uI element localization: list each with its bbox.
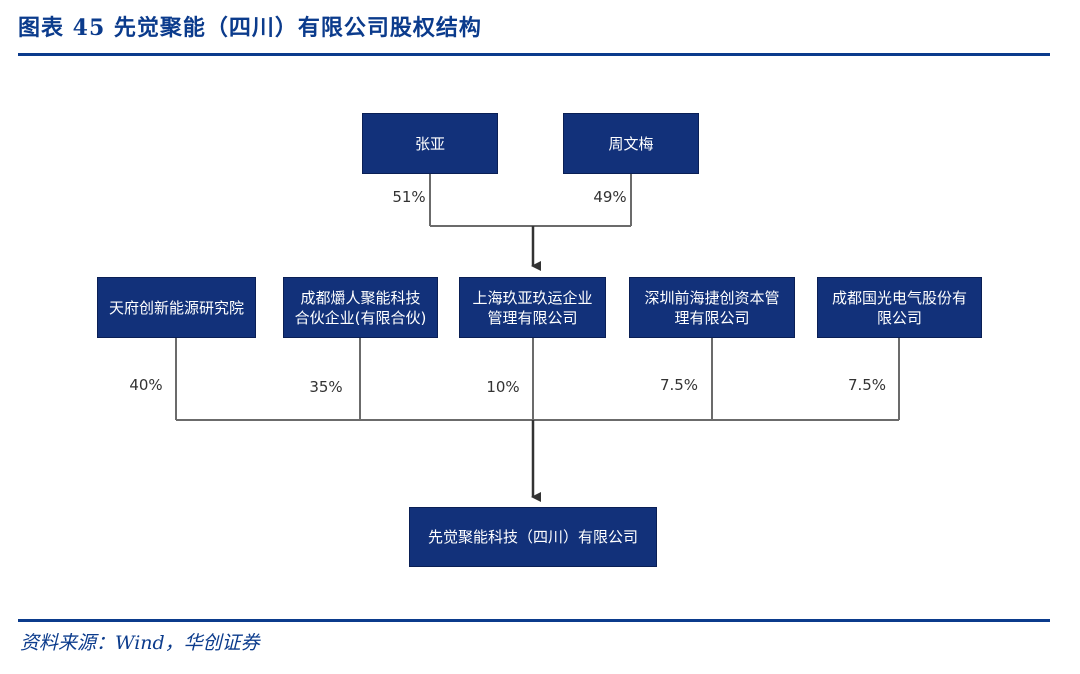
footer-divider xyxy=(18,619,1050,622)
holder-box-guoguang: 成都国光电气股份有限公司 xyxy=(817,277,982,338)
pct-tianfu: 40% xyxy=(129,376,163,394)
source-note: 资料来源：Wind，华创证券 xyxy=(20,632,260,654)
target-company-name: 先觉聚能科技（四川）有限公司 xyxy=(427,528,638,546)
pct-zhouwenmei: 49% xyxy=(593,188,627,206)
holder-name: 成都爝人聚能科技合伙企业(有限合伙) xyxy=(294,288,427,327)
holder-box-zhouwenmei: 周文梅 xyxy=(563,113,699,174)
pct-zhangya: 51% xyxy=(392,188,426,206)
holder-box-shenzhen: 深圳前海捷创资本管理有限公司 xyxy=(629,277,795,338)
holder-box-chengdu-juren: 成都爝人聚能科技合伙企业(有限合伙) xyxy=(283,277,438,338)
holder-box-tianfu: 天府创新能源研究院 xyxy=(97,277,256,338)
pct-shenzhen: 7.5% xyxy=(659,376,699,394)
holder-name: 深圳前海捷创资本管理有限公司 xyxy=(644,288,780,327)
pct-guoguang: 7.5% xyxy=(847,376,887,394)
holder-name: 天府创新能源研究院 xyxy=(108,298,244,317)
holder-name: 成都国光电气股份有限公司 xyxy=(831,288,967,327)
holder-box-shanghai: 上海玖亚玖运企业管理有限公司 xyxy=(459,277,606,338)
holder-name: 周文梅 xyxy=(608,134,654,153)
pct-shanghai: 10% xyxy=(486,378,520,396)
holder-box-zhangya: 张亚 xyxy=(362,113,498,174)
holder-name: 上海玖亚玖运企业管理有限公司 xyxy=(472,288,593,327)
holder-name: 张亚 xyxy=(414,134,445,153)
pct-chengdu-juren: 35% xyxy=(309,378,343,396)
figure-title: 图表 45 先觉聚能（四川）有限公司股权结构 xyxy=(18,15,482,41)
title-divider xyxy=(18,53,1050,56)
target-company-box: 先觉聚能科技（四川）有限公司 xyxy=(409,507,657,567)
